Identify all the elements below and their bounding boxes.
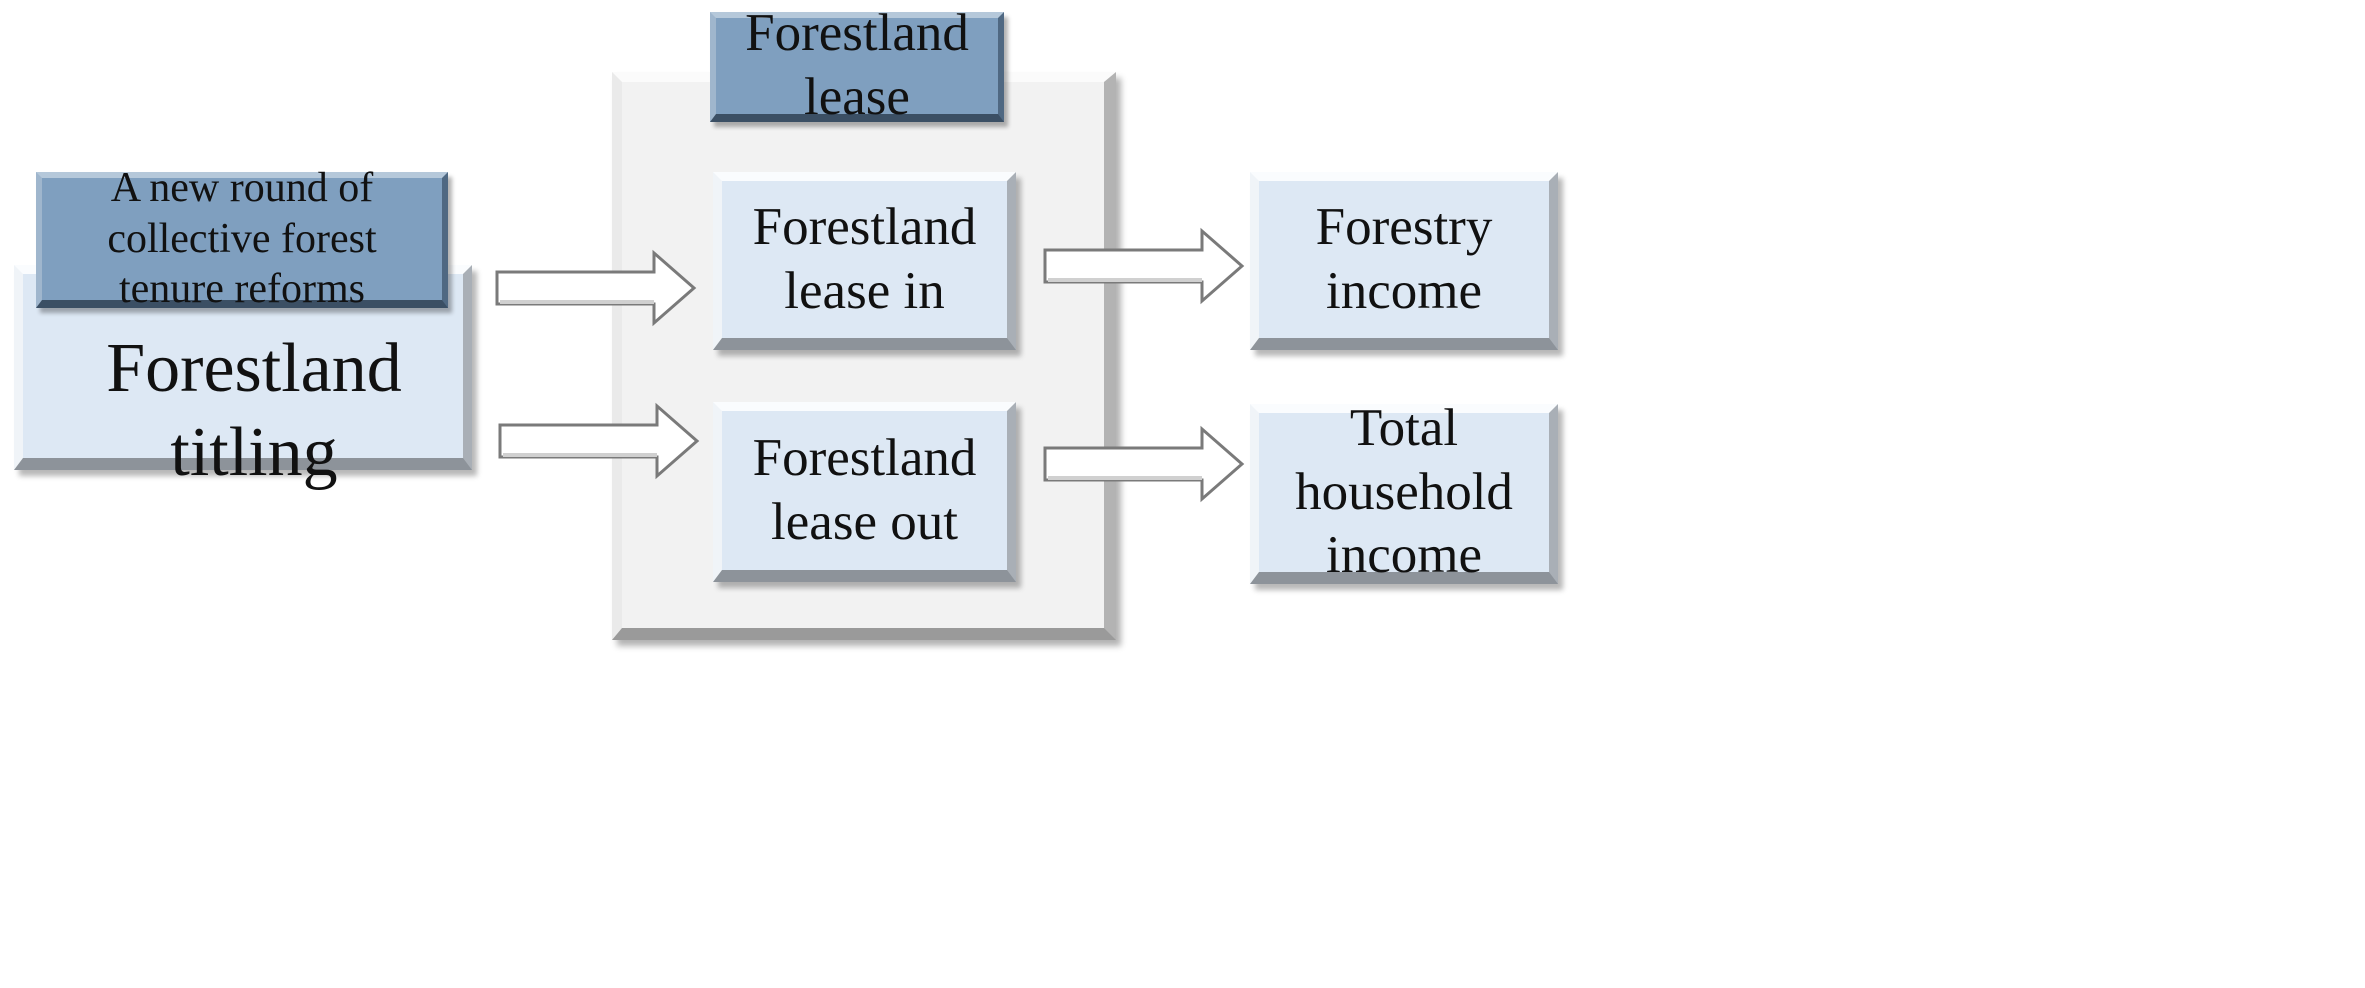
forestland-lease-in-label: Forestland lease in	[752, 197, 977, 320]
arrow-lease-in-to-forestry-income	[1043, 227, 1245, 305]
forestry-income-box: Forestry income	[1250, 172, 1558, 350]
forestland-titling-label: Forestland titling	[106, 330, 402, 491]
arrow-titling-to-lease-out	[498, 402, 700, 480]
arrow-lease-out-to-household-income	[1043, 425, 1245, 503]
arrow-titling-to-lease-in	[495, 249, 697, 327]
total-household-income-label: Total household income	[1295, 399, 1513, 585]
total-household-income-box: Total household income	[1250, 399, 1558, 584]
forestland-lease-in-box: Forestland lease in	[713, 172, 1016, 350]
forestry-income-label: Forestry income	[1315, 197, 1493, 320]
forestland-lease-out-label: Forestland lease out	[752, 428, 977, 551]
forestland-lease-out-box: Forestland lease out	[713, 402, 1016, 582]
forestland-lease-header: Forestland lease	[710, 4, 1004, 126]
forestland-lease-header-label: Forestland lease	[745, 4, 969, 126]
reform-header-box: A new round of collective forest tenure …	[36, 165, 448, 312]
reform-header-label: A new round of collective forest tenure …	[107, 165, 377, 313]
